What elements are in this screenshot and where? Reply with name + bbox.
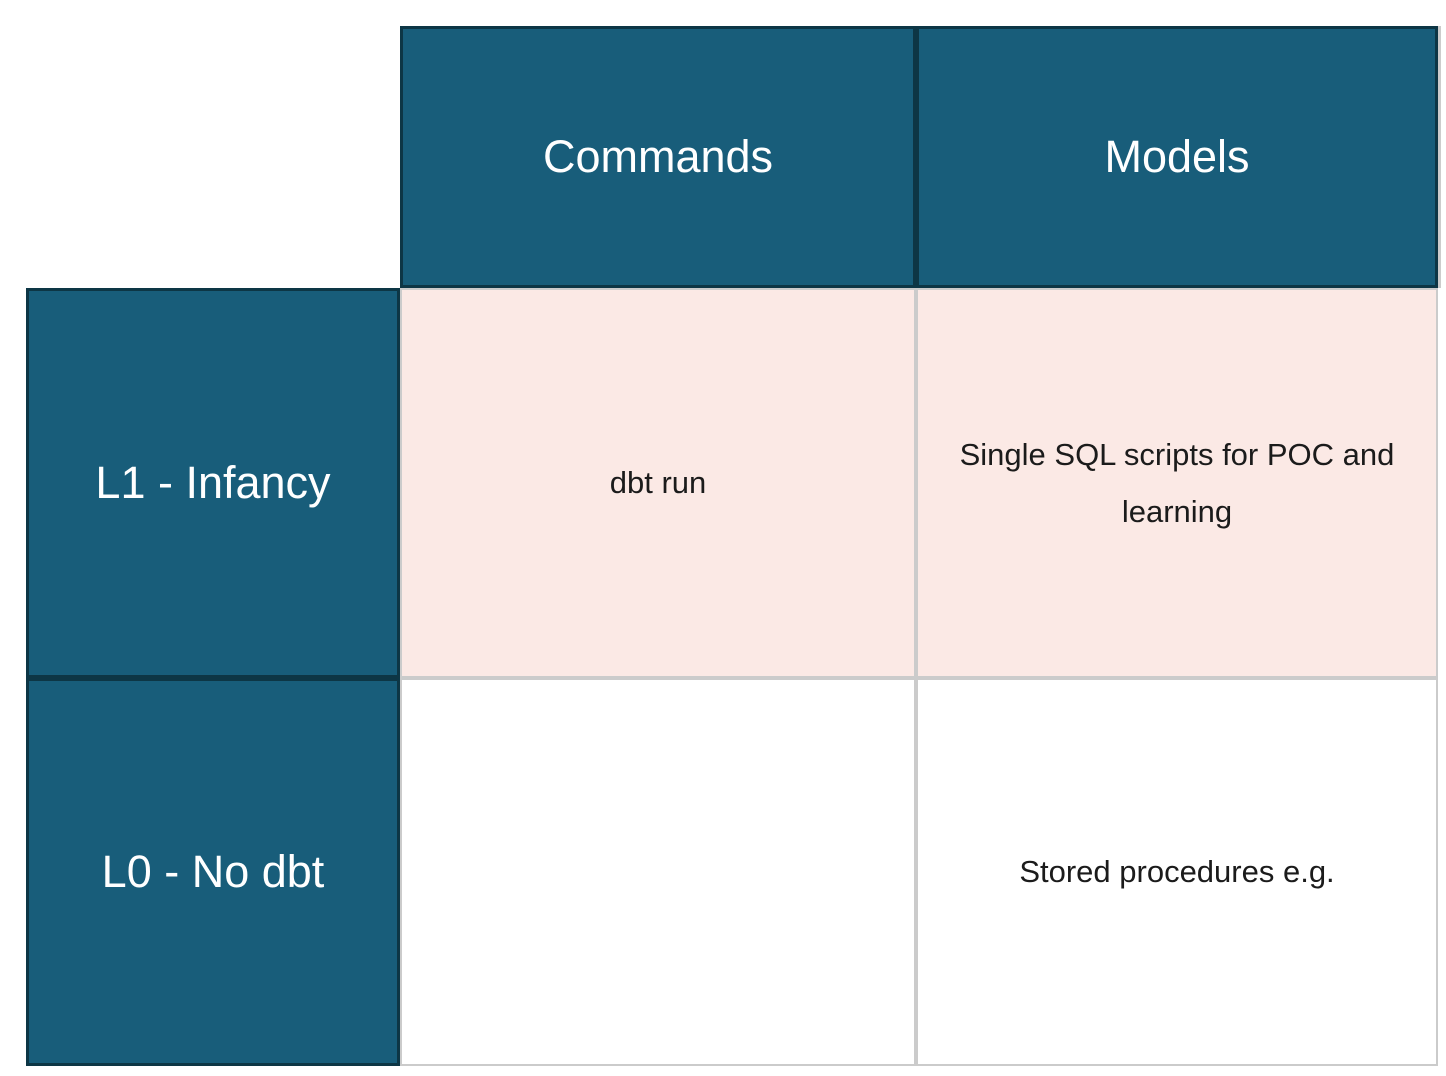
cell-l0-models: Stored procedures e.g.	[916, 678, 1438, 1066]
row-header-l0-no-dbt: L0 - No dbt	[26, 678, 400, 1066]
corner-spacer	[26, 26, 400, 288]
row-header-l1-infancy: L1 - Infancy	[26, 288, 400, 678]
column-header-commands-label: Commands	[542, 131, 774, 182]
cell-l1-models: Single SQL scripts for POC and learning	[916, 288, 1438, 678]
column-header-models: Models	[916, 26, 1438, 288]
cell-l1-commands: dbt run	[400, 288, 916, 678]
column-header-models-label: Models	[1104, 131, 1250, 182]
maturity-matrix-table: Commands Models L1 - Infancy dbt run Sin…	[26, 26, 1438, 1066]
cell-l1-commands-text: dbt run	[609, 465, 707, 501]
cell-l0-models-text: Stored procedures e.g.	[1019, 854, 1335, 890]
row-header-l1-infancy-label: L1 - Infancy	[95, 457, 331, 508]
cell-l1-models-text: Single SQL scripts for POC and learning	[959, 436, 1395, 529]
cell-l0-commands	[400, 678, 916, 1066]
column-header-commands: Commands	[400, 26, 916, 288]
row-header-l0-no-dbt-label: L0 - No dbt	[101, 846, 325, 897]
